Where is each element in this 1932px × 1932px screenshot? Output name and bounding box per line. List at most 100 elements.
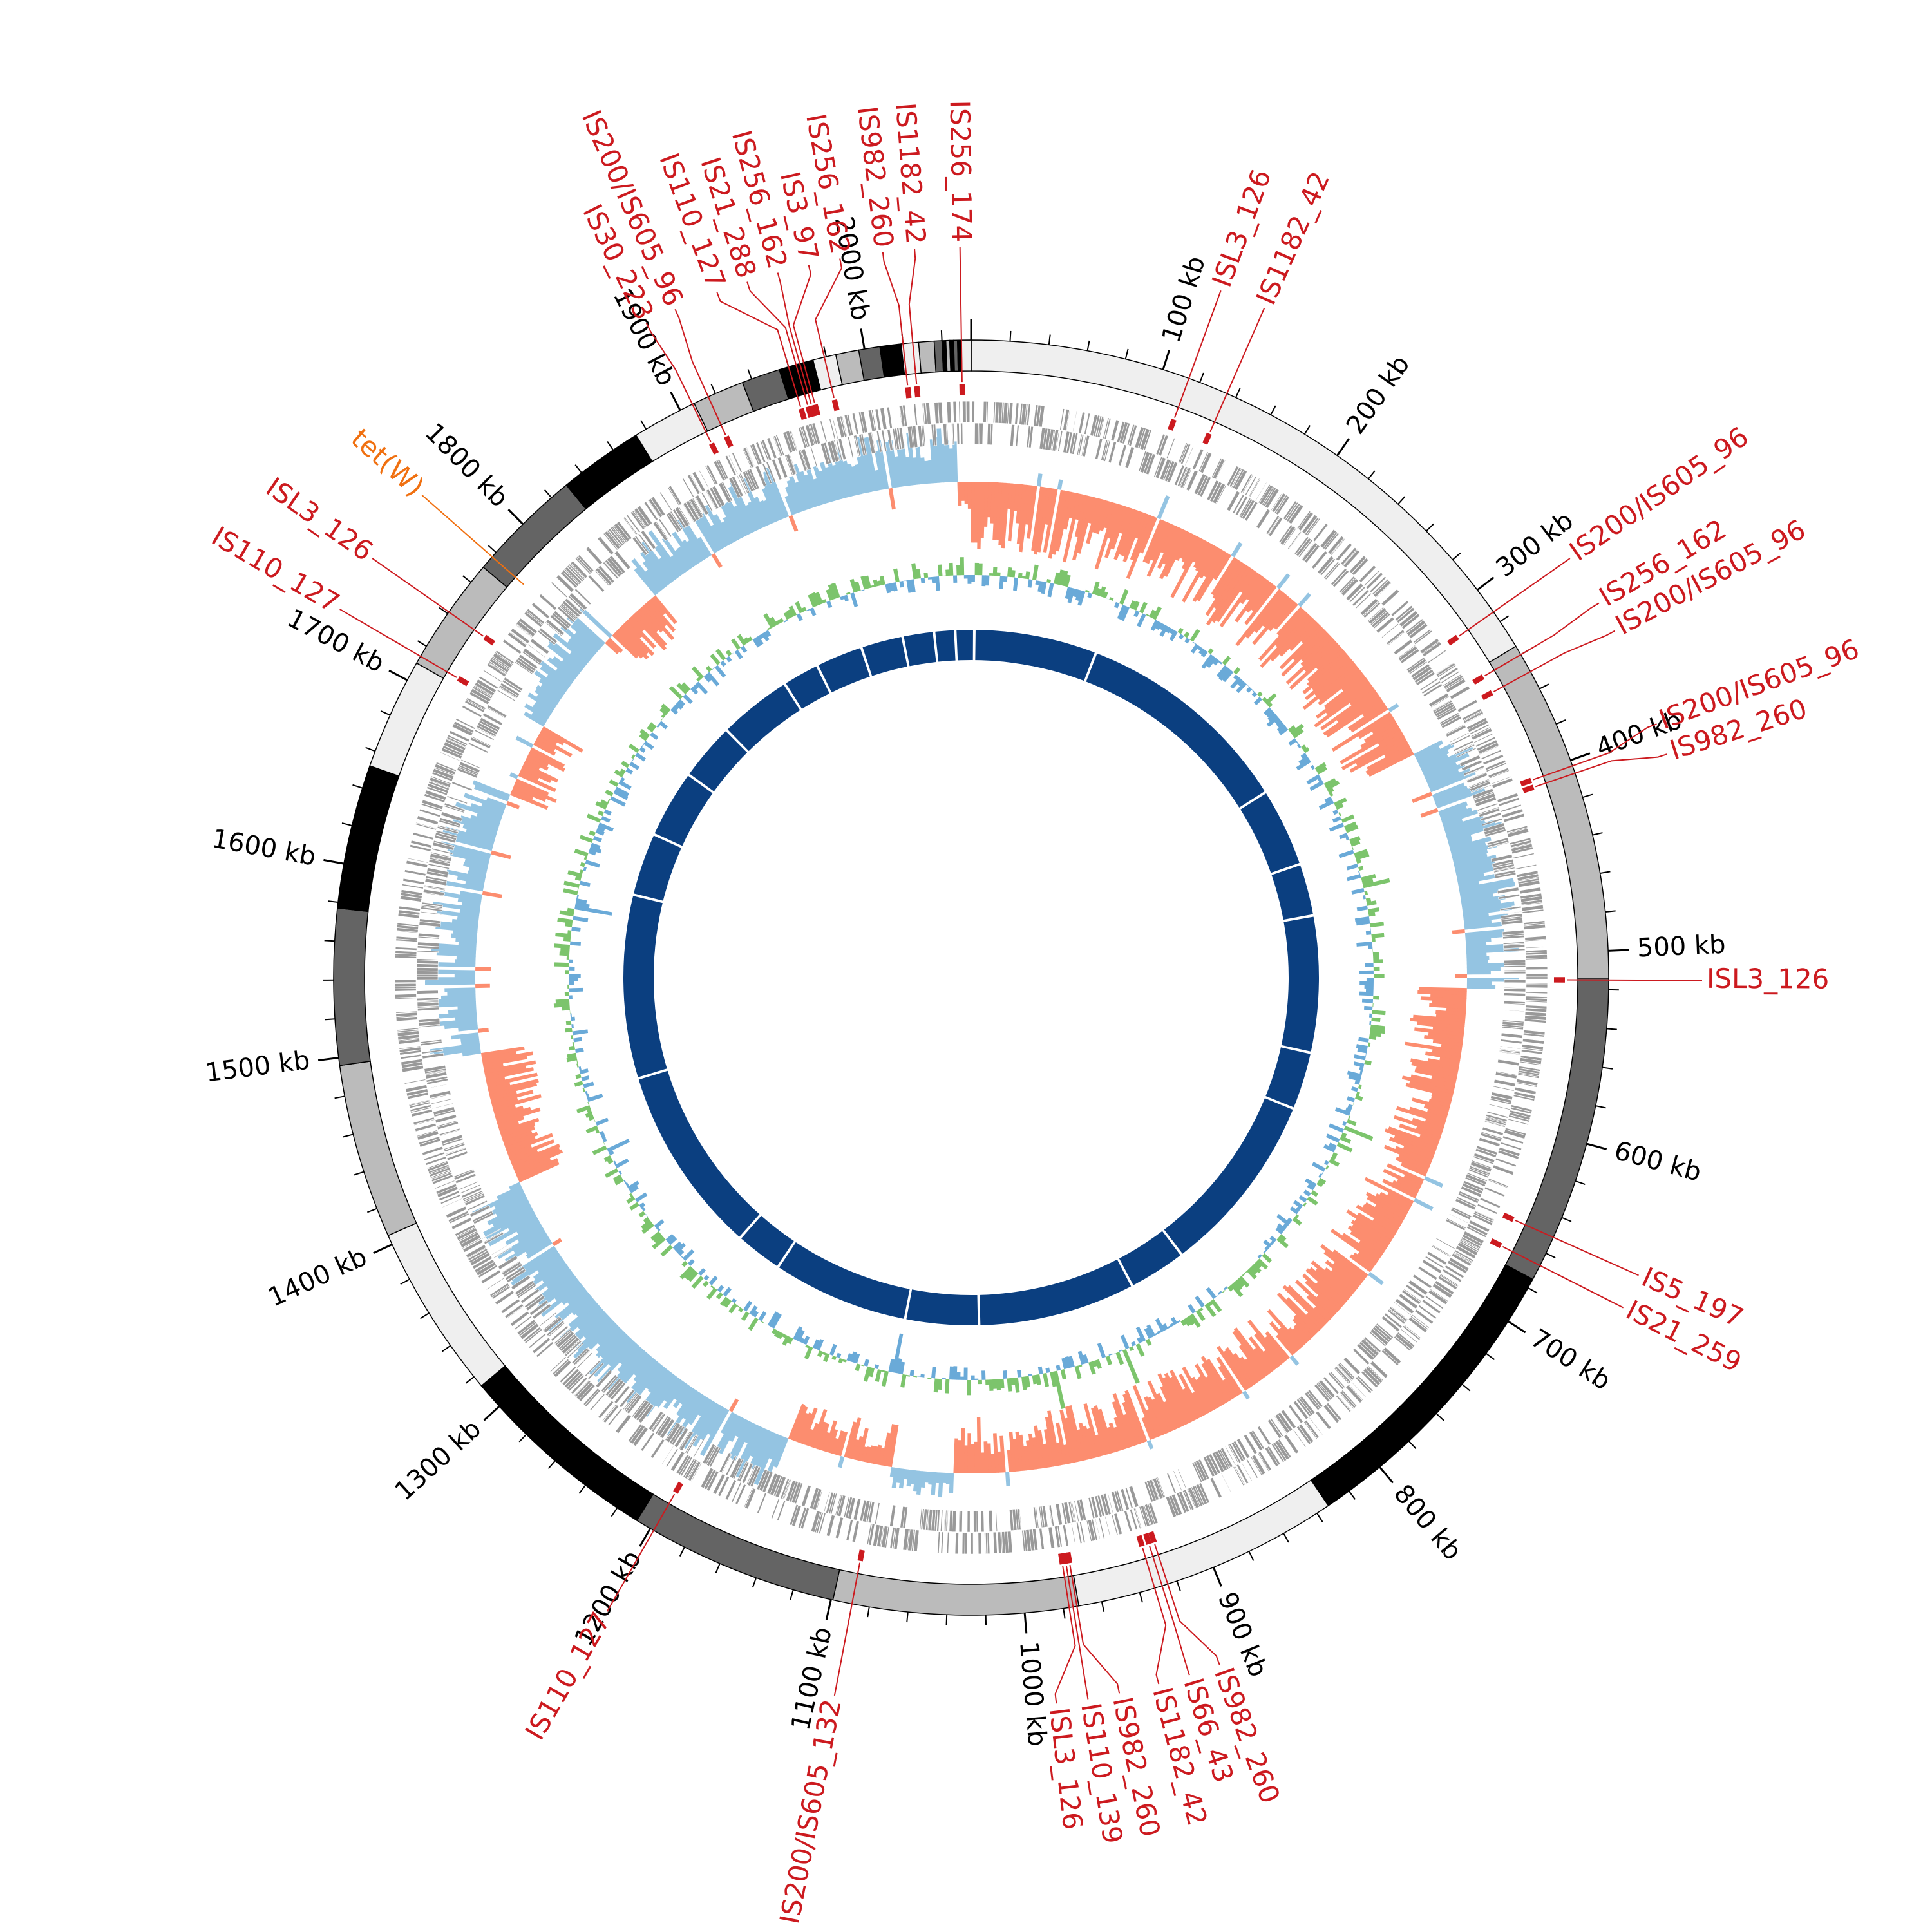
gc-content-bin	[559, 910, 574, 916]
gc-content-bin	[879, 576, 886, 585]
minor-tick	[1605, 910, 1616, 913]
gc-skew-bin	[1364, 721, 1397, 743]
gc-content-bin	[806, 609, 811, 612]
gc-content-bin	[779, 618, 784, 623]
gc-skew-bin	[1354, 1218, 1392, 1244]
gc-skew-bin	[491, 850, 511, 860]
gc-content-bin	[863, 1366, 871, 1382]
cds-feature	[417, 997, 439, 1001]
gc-content-bin	[822, 1351, 827, 1356]
minor-tick	[752, 1577, 757, 1588]
cds-feature	[661, 1445, 674, 1465]
gc-skew-bin	[547, 643, 583, 672]
gc-skew-bin	[1429, 770, 1476, 793]
gc-content-bin	[1368, 911, 1376, 917]
gc-skew-bin	[488, 1216, 538, 1247]
gc-skew-bin	[1005, 1472, 1010, 1486]
cds-feature	[1173, 1470, 1182, 1492]
cds-feature	[1473, 732, 1494, 744]
cds-feature	[1148, 1502, 1159, 1524]
gc-content-bin	[1356, 905, 1368, 912]
cds-feature	[455, 1173, 477, 1184]
gc-content-bin	[949, 562, 954, 576]
cds-feature	[1345, 583, 1364, 601]
gc-skew-bin	[1289, 1355, 1300, 1366]
cds-feature	[424, 790, 447, 800]
cds-feature	[954, 1532, 959, 1555]
gc-skew-bin	[905, 456, 913, 486]
cds-feature	[1398, 1293, 1419, 1309]
cds-feature	[757, 1492, 767, 1514]
gc-skew-bin	[515, 735, 534, 748]
gc-content-bin	[1206, 656, 1217, 668]
cds-feature	[468, 1248, 488, 1261]
cds-feature	[1226, 490, 1240, 512]
cds-feature	[417, 1001, 439, 1007]
is-marker	[1520, 777, 1533, 787]
gc-content-bin	[687, 1271, 699, 1282]
gc-content-bin	[1368, 1013, 1372, 1018]
gc-skew-bin	[721, 520, 736, 544]
annotation-leader-line	[421, 495, 524, 585]
gc-content-bin	[1018, 573, 1023, 578]
gc-skew-bin	[431, 920, 478, 929]
gc-skew-bin	[482, 1056, 527, 1067]
gc-skew-bin	[773, 1437, 789, 1468]
cds-feature	[1055, 430, 1060, 451]
gc-content-bin	[1222, 670, 1234, 683]
cds-feature	[417, 1007, 439, 1012]
minor-tick	[1139, 1592, 1143, 1603]
gc-content-bin	[598, 822, 614, 832]
gc-skew-bin	[1368, 751, 1414, 777]
gc-content-bin	[576, 898, 587, 904]
cds-feature	[1033, 1506, 1038, 1529]
gc-content-bin	[1222, 656, 1231, 666]
gc-skew-bin	[1164, 1372, 1192, 1424]
gc-skew-bin	[642, 560, 667, 589]
cds-feature	[670, 511, 683, 530]
gc-skew-bin	[1233, 1352, 1257, 1385]
gc-content-bin	[720, 1296, 729, 1307]
gc-content-bin	[1372, 1003, 1374, 1007]
gc-skew-bin	[752, 1430, 773, 1471]
gc-skew-bin	[813, 478, 825, 506]
cds-feature	[1274, 1414, 1291, 1434]
cds-feature	[416, 990, 439, 994]
cds-feature	[1242, 474, 1254, 494]
gc-skew-bin	[1306, 1294, 1333, 1320]
gc-skew-bin	[1122, 1394, 1144, 1444]
gc-content-bin	[1087, 592, 1093, 598]
gc-skew-bin	[1122, 511, 1145, 563]
gc-skew-bin	[1163, 1401, 1179, 1430]
cds-feature	[561, 1336, 580, 1354]
cds-feature	[1198, 451, 1209, 472]
contig-segment	[879, 343, 905, 378]
core-genome-gap	[1279, 1045, 1313, 1055]
cds-feature	[1359, 598, 1379, 616]
gc-skew-bin	[808, 1423, 819, 1447]
gc-skew-bin	[1057, 479, 1063, 490]
gc-skew-bin	[1336, 692, 1379, 723]
gc-content-bin	[1311, 1190, 1319, 1197]
gc-content-bin	[720, 660, 726, 667]
gc-skew-bin	[475, 983, 490, 989]
cds-feature	[1057, 430, 1063, 452]
cds-feature	[800, 1507, 810, 1530]
gc-skew-bin	[842, 460, 855, 497]
gc-skew-bin	[476, 813, 501, 825]
gc-content-bin	[1135, 1343, 1145, 1357]
minor-tick	[1575, 1180, 1586, 1186]
minor-tick	[790, 1589, 794, 1600]
gc-content-bin	[1266, 715, 1280, 727]
cds-feature	[500, 1298, 520, 1314]
cds-feature	[683, 502, 697, 522]
gc-skew-bin	[1421, 746, 1474, 773]
minor-tick	[1425, 523, 1434, 532]
gc-skew-bin	[1078, 1422, 1092, 1460]
gc-skew-bin	[1216, 1356, 1243, 1395]
cds-feature	[447, 734, 468, 746]
gc-skew-bin	[1159, 529, 1186, 580]
cds-feature	[1108, 441, 1117, 464]
gc-skew-bin	[1419, 1134, 1440, 1144]
cds-feature	[448, 1211, 469, 1223]
